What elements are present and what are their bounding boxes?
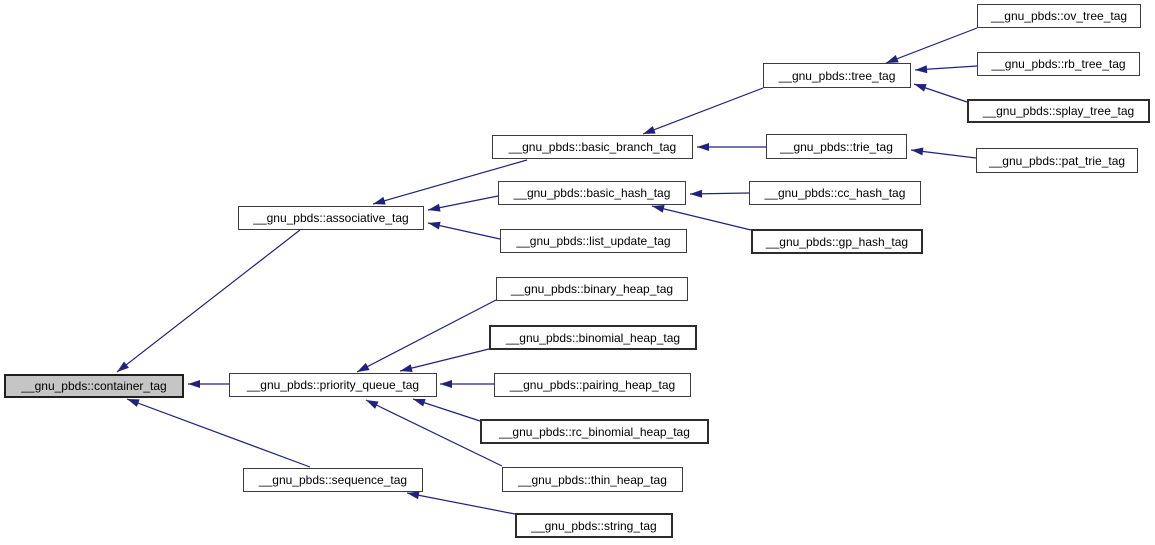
node-label: __gnu_pbds::sequence_tag — [258, 473, 408, 487]
edge-cc_hash_tag-to-basic_hash_tag — [689, 189, 750, 198]
node-tree_tag[interactable]: __gnu_pbds::tree_tag — [763, 63, 911, 88]
node-sequence_tag[interactable]: __gnu_pbds::sequence_tag — [243, 468, 423, 492]
edge-binomial_heap_tag-to-priority_queue_tag — [399, 348, 490, 373]
node-binary_heap_tag[interactable]: __gnu_pbds::binary_heap_tag — [496, 277, 688, 301]
node-pat_trie_tag[interactable]: __gnu_pbds::pat_trie_tag — [976, 148, 1138, 173]
node-label: __gnu_pbds::string_tag — [531, 518, 657, 533]
edge-basic_hash_tag-to-associative_tag — [427, 195, 499, 212]
node-trie_tag[interactable]: __gnu_pbds::trie_tag — [766, 134, 907, 159]
edge-string_tag-to-sequence_tag — [406, 491, 516, 515]
node-container_tag: __gnu_pbds::container_tag — [4, 374, 184, 398]
edge-rb_tree_tag-to-tree_tag — [914, 65, 978, 74]
edge-associative_tag-to-container_tag — [116, 229, 301, 373]
edge-binary_heap_tag-to-priority_queue_tag — [356, 299, 497, 373]
edge-tree_tag-to-basic_branch_tag — [642, 87, 764, 135]
node-pairing_heap_tag[interactable]: __gnu_pbds::pairing_heap_tag — [494, 373, 691, 397]
node-label: __gnu_pbds::pat_trie_tag — [988, 153, 1126, 168]
edge-list_update_tag-to-associative_tag — [427, 221, 501, 240]
node-label: __gnu_pbds::list_update_tag — [516, 234, 671, 248]
node-label: __gnu_pbds::trie_tag — [780, 139, 893, 154]
node-cc_hash_tag[interactable]: __gnu_pbds::cc_hash_tag — [749, 181, 921, 205]
node-basic_branch_tag[interactable]: __gnu_pbds::basic_branch_tag — [492, 135, 693, 159]
node-associative_tag[interactable]: __gnu_pbds::associative_tag — [238, 206, 424, 230]
edge-splay_tree_tag-to-tree_tag — [913, 83, 968, 103]
node-thin_heap_tag[interactable]: __gnu_pbds::thin_heap_tag — [502, 467, 683, 492]
node-label: __gnu_pbds::tree_tag — [778, 68, 896, 83]
node-splay_tree_tag[interactable]: __gnu_pbds::splay_tree_tag — [967, 99, 1150, 123]
node-label: __gnu_pbds::rb_tree_tag — [991, 57, 1126, 71]
node-label: __gnu_pbds::cc_hash_tag — [764, 186, 906, 200]
node-label: __gnu_pbds::binomial_heap_tag — [505, 330, 681, 345]
node-label: __gnu_pbds::thin_heap_tag — [518, 472, 667, 487]
edge-gp_hash_tag-to-basic_hash_tag — [651, 204, 752, 231]
node-rb_tree_tag[interactable]: __gnu_pbds::rb_tree_tag — [977, 52, 1140, 76]
edge-sequence_tag-to-container_tag — [126, 398, 311, 468]
node-label: __gnu_pbds::associative_tag — [253, 211, 409, 225]
node-label: __gnu_pbds::gp_hash_tag — [765, 234, 909, 249]
node-binomial_heap_tag[interactable]: __gnu_pbds::binomial_heap_tag — [489, 325, 697, 350]
node-label: __gnu_pbds::rc_binomial_heap_tag — [499, 424, 690, 439]
node-label: __gnu_pbds::splay_tree_tag — [982, 104, 1135, 118]
node-basic_hash_tag[interactable]: __gnu_pbds::basic_hash_tag — [498, 181, 686, 205]
node-label: __gnu_pbds::pairing_heap_tag — [509, 378, 676, 392]
edge-ov_tree_tag-to-tree_tag — [885, 27, 978, 64]
node-label: __gnu_pbds::basic_hash_tag — [513, 186, 671, 200]
node-label: __gnu_pbds::basic_branch_tag — [508, 140, 677, 154]
node-label: __gnu_pbds::binary_heap_tag — [510, 282, 674, 296]
node-ov_tree_tag[interactable]: __gnu_pbds::ov_tree_tag — [977, 4, 1141, 28]
node-label: __gnu_pbds::container_tag — [21, 379, 167, 393]
node-string_tag[interactable]: __gnu_pbds::string_tag — [515, 513, 673, 538]
edge-pat_trie_tag-to-trie_tag — [910, 147, 977, 159]
node-label: __gnu_pbds::ov_tree_tag — [990, 9, 1128, 23]
edge-rc_binomial_heap_tag-to-priority_queue_tag — [412, 398, 481, 422]
node-gp_hash_tag[interactable]: __gnu_pbds::gp_hash_tag — [751, 229, 923, 254]
node-priority_queue_tag[interactable]: __gnu_pbds::priority_queue_tag — [229, 373, 437, 397]
node-list_update_tag[interactable]: __gnu_pbds::list_update_tag — [500, 229, 687, 253]
node-rc_binomial_heap_tag[interactable]: __gnu_pbds::rc_binomial_heap_tag — [480, 419, 709, 444]
node-label: __gnu_pbds::priority_queue_tag — [246, 378, 420, 392]
